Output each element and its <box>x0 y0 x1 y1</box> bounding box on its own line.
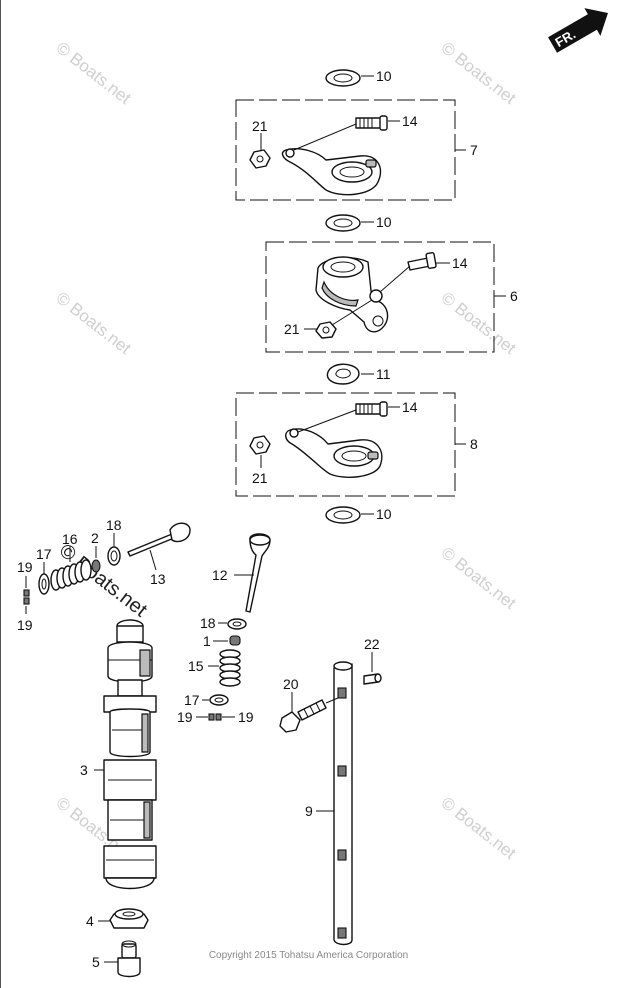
callout-18: 18 <box>200 615 216 631</box>
callout-13: 13 <box>150 571 166 587</box>
bolt-part-14[interactable] <box>355 115 388 131</box>
callout-17: 17 <box>36 546 52 562</box>
callout-11: 11 <box>376 366 391 382</box>
nut-part-21[interactable] <box>315 321 337 339</box>
bolt-part-14[interactable] <box>355 401 388 417</box>
callout-1: 1 <box>203 633 211 649</box>
callout-5: 5 <box>92 954 100 970</box>
washer-part-11[interactable] <box>326 363 360 385</box>
front-direction-arrow-icon: FR. <box>548 8 608 53</box>
callout-19: 19 <box>17 559 33 575</box>
retainer-part-18[interactable] <box>227 618 247 630</box>
callout-14: 14 <box>452 255 468 271</box>
callout-18: 18 <box>106 517 122 533</box>
callout-19: 19 <box>177 709 193 725</box>
bolt-part-14[interactable] <box>407 252 437 271</box>
valve-part-13[interactable] <box>127 522 191 557</box>
group-box-7 <box>235 99 456 201</box>
nut-part-21[interactable] <box>249 435 271 455</box>
retainer-part-18[interactable] <box>107 546 121 566</box>
callout-14: 14 <box>402 399 418 415</box>
callout-4: 4 <box>86 913 94 929</box>
washer-part-10[interactable] <box>325 214 361 232</box>
callout-14: 14 <box>402 113 418 129</box>
watermark: © Boats.net <box>438 288 520 358</box>
seat-part-17[interactable] <box>209 694 229 706</box>
callout-19: 19 <box>238 709 254 725</box>
watermark: © Boats.net <box>53 38 135 108</box>
watermark: © Boats.net <box>438 793 520 863</box>
seat-part-17[interactable] <box>38 573 50 595</box>
watermark: © Boats.net <box>53 288 135 358</box>
bushing-part-5[interactable] <box>117 940 141 978</box>
cotter-part-19[interactable] <box>208 713 222 721</box>
callout-15: 15 <box>188 658 204 674</box>
rocker-arm-part-6[interactable] <box>315 256 389 333</box>
callout-8: 8 <box>470 436 478 452</box>
callout-2: 2 <box>91 530 99 546</box>
callout-10: 10 <box>376 506 392 522</box>
callout-12: 12 <box>212 567 228 583</box>
callout-7: 7 <box>470 142 478 158</box>
rocker-arm-part-8[interactable] <box>285 428 383 478</box>
callout-6: 6 <box>510 288 518 304</box>
callout-10: 10 <box>376 68 392 84</box>
group-box-6 <box>265 241 495 353</box>
spring-part-16[interactable] <box>50 559 92 591</box>
spring-part-15[interactable] <box>219 649 241 687</box>
rocker-arm-part-7[interactable] <box>281 148 382 196</box>
callout-10: 10 <box>376 214 392 230</box>
callout-21: 21 <box>252 470 268 486</box>
callout-9: 9 <box>305 803 313 819</box>
watermark: © Boats.net <box>438 38 520 108</box>
seal-part-2[interactable] <box>91 559 101 573</box>
callout-21: 21 <box>252 118 268 134</box>
pin-part-22[interactable] <box>363 673 382 685</box>
rocker-shaft-part-9[interactable] <box>333 661 353 946</box>
copyright-notice: Copyright 2015 Tohatsu America Corporati… <box>208 950 409 961</box>
cotter-part-19[interactable] <box>23 589 30 605</box>
callout-16: 16 <box>62 531 78 547</box>
bolt-part-20[interactable] <box>279 699 327 733</box>
gear-part-4[interactable] <box>109 908 149 929</box>
seal-part-1[interactable] <box>229 635 241 646</box>
valve-part-12[interactable] <box>245 533 271 613</box>
callout-20: 20 <box>283 676 299 692</box>
washer-part-10[interactable] <box>325 69 361 87</box>
callout-3: 3 <box>80 762 88 778</box>
callout-19: 19 <box>17 617 33 633</box>
callout-22: 22 <box>364 636 380 652</box>
watermark: © Boats.net <box>438 543 520 613</box>
washer-part-10[interactable] <box>325 506 361 524</box>
camshaft-part-3[interactable] <box>103 619 157 890</box>
callout-21: 21 <box>284 321 300 337</box>
callout-17: 17 <box>184 692 200 708</box>
nut-part-21[interactable] <box>249 149 271 169</box>
group-box-8 <box>235 392 456 497</box>
